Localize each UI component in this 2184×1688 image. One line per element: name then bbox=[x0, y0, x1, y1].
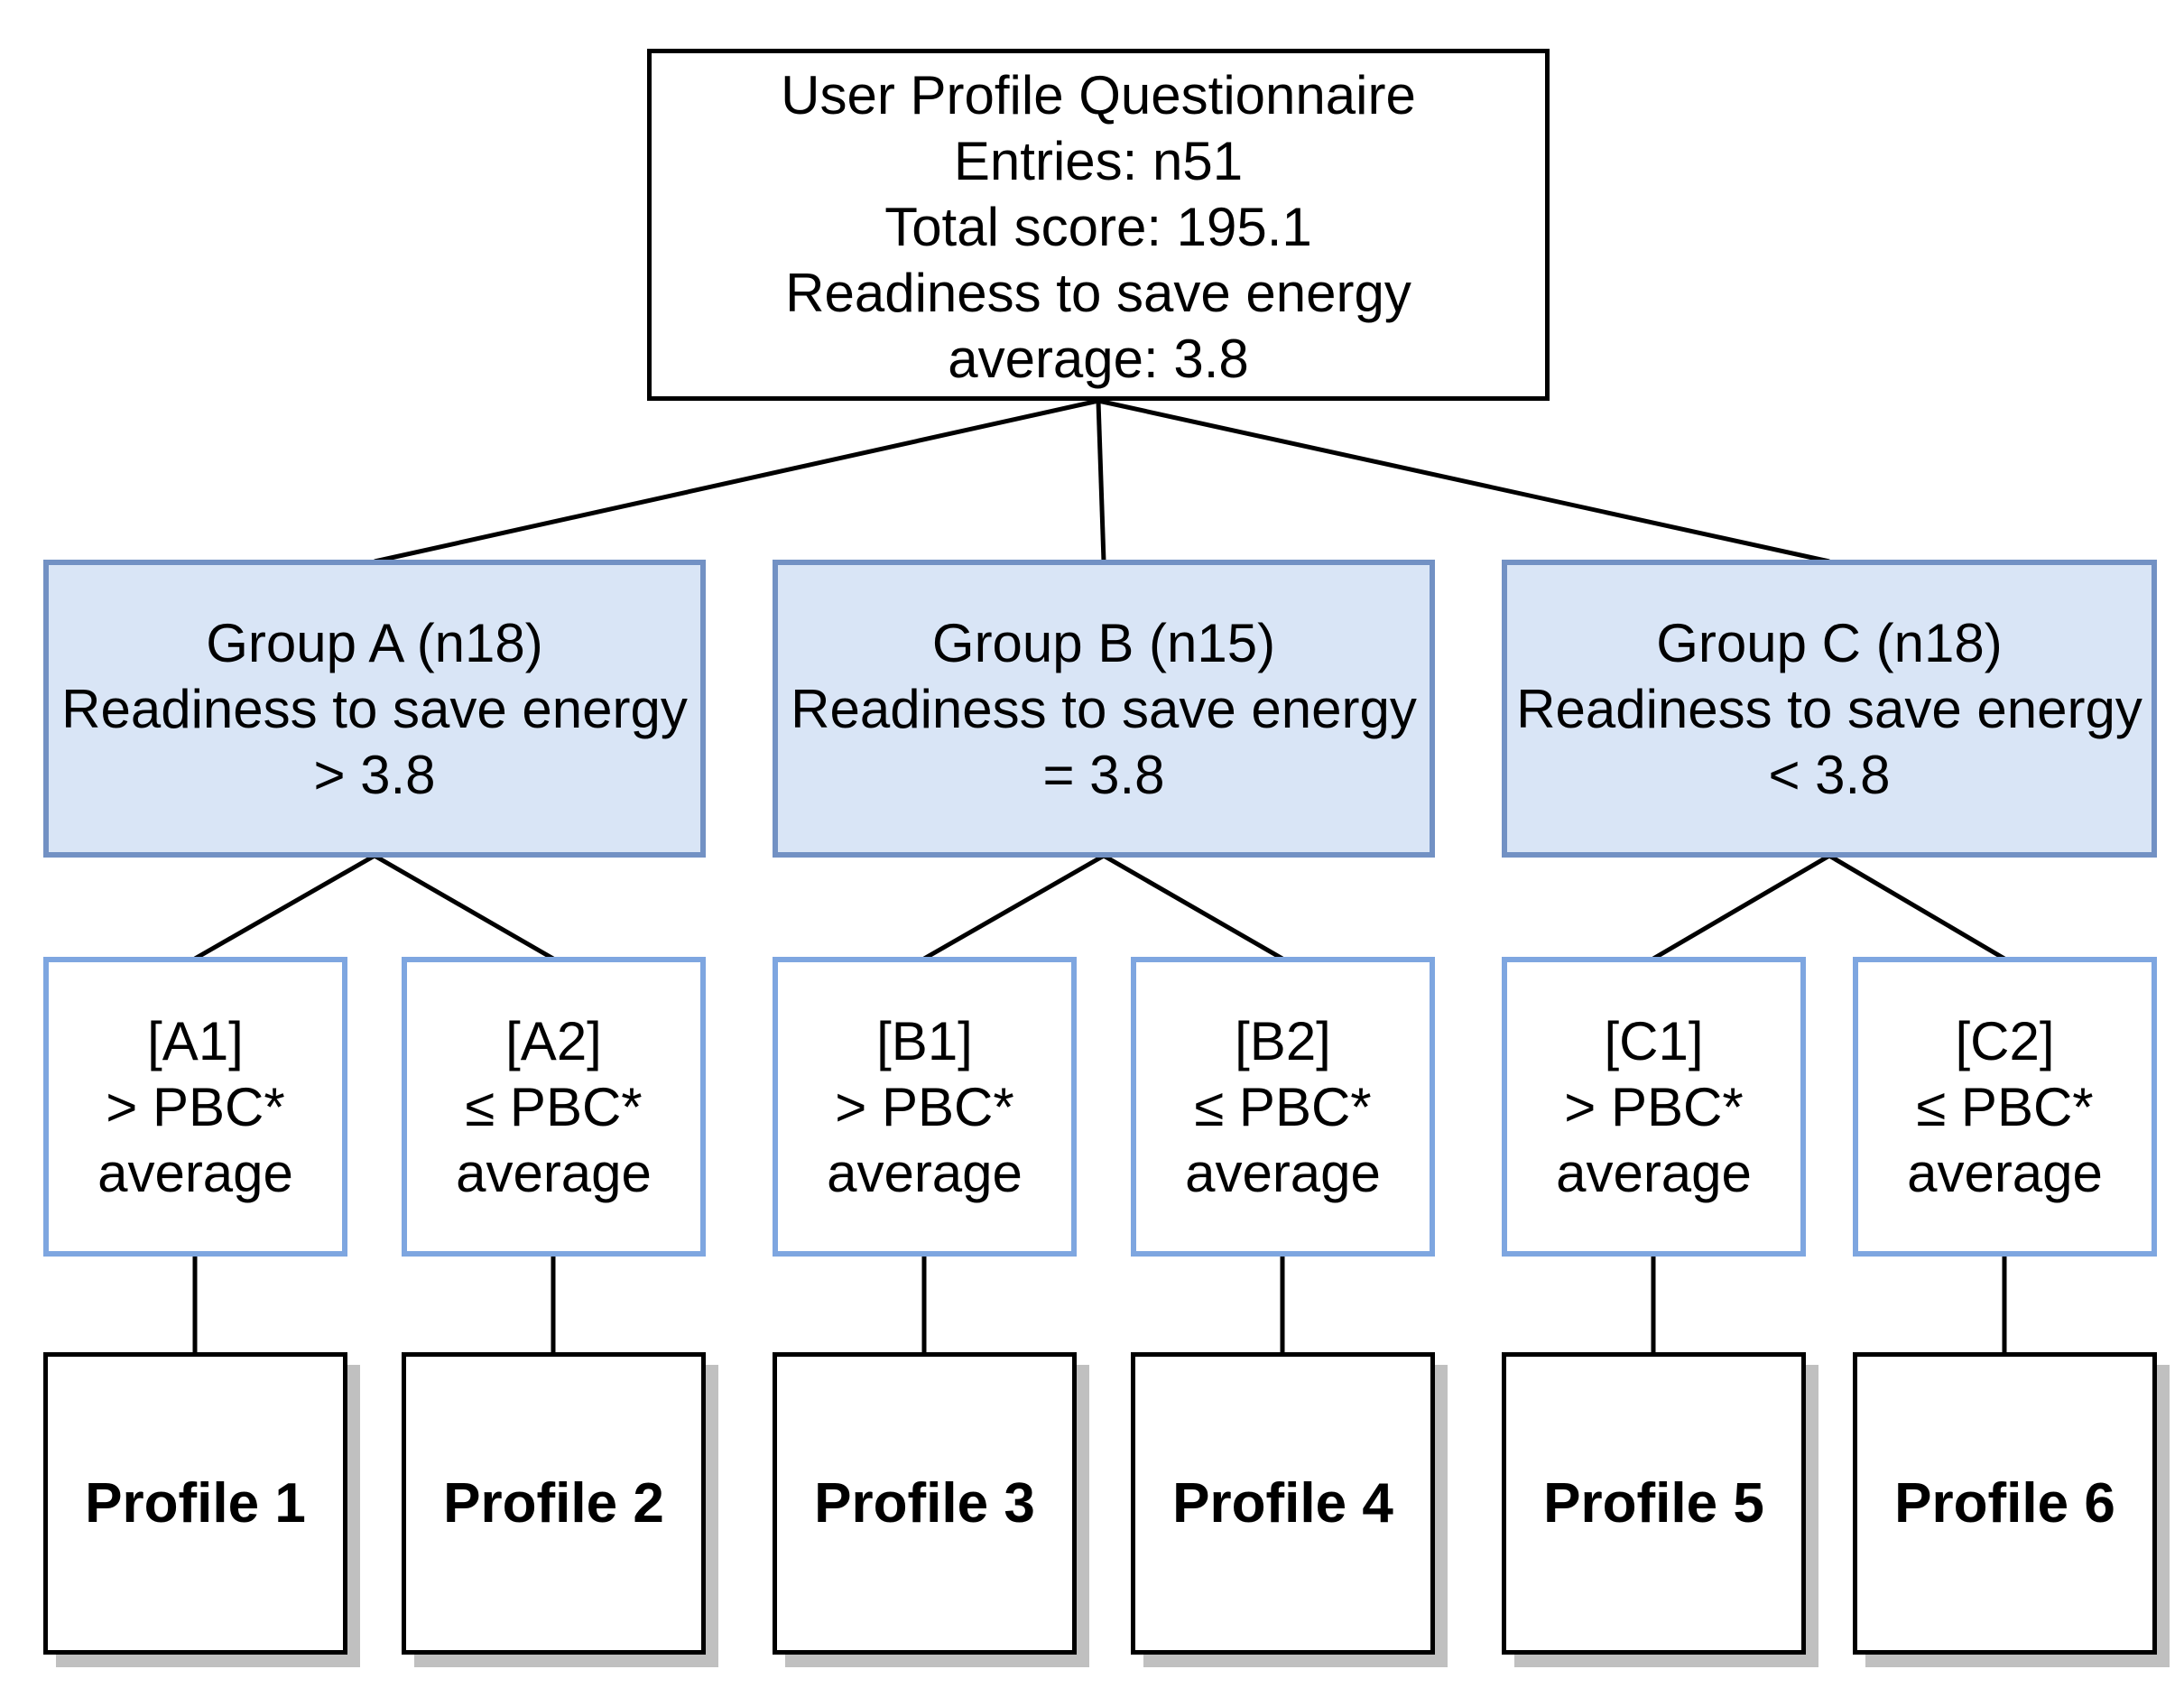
profile-2-label: Profile 2 bbox=[443, 1472, 664, 1535]
connector-root-group-a bbox=[374, 398, 1099, 564]
group-c-title: Group C (n18) bbox=[1656, 612, 2003, 673]
group-b-threshold: = 3.8 bbox=[1042, 744, 1165, 805]
subgroup-a2-condition: ≤ PBC* bbox=[465, 1076, 643, 1137]
profile-1-node: Profile 1 bbox=[43, 1352, 347, 1655]
subgroup-c2-id: [C2] bbox=[1955, 1010, 2055, 1071]
group-c-node: Group C (n18) Readiness to save energy <… bbox=[1502, 560, 2157, 858]
group-a-criterion: Readiness to save energy bbox=[61, 678, 688, 739]
root-entries: Entries: n51 bbox=[953, 131, 1244, 191]
subgroup-b1-id: [B1] bbox=[876, 1010, 973, 1071]
profile-6-label: Profile 6 bbox=[1894, 1472, 2115, 1535]
profile-5-node: Profile 5 bbox=[1502, 1352, 1806, 1655]
subgroup-b2-metric: average bbox=[1185, 1142, 1381, 1203]
profile-1-label: Profile 1 bbox=[85, 1472, 306, 1535]
connector-group-c-c1 bbox=[1652, 853, 1831, 961]
group-b-criterion: Readiness to save energy bbox=[791, 678, 1417, 739]
group-c-criterion: Readiness to save energy bbox=[1516, 678, 2142, 739]
connector-group-b-b2 bbox=[1102, 853, 1284, 961]
group-a-node: Group A (n18) Readiness to save energy >… bbox=[43, 560, 706, 858]
connector-group-c-c2 bbox=[1828, 853, 2006, 961]
connector-root-group-c bbox=[1097, 398, 1830, 564]
subgroup-c1-id: [C1] bbox=[1604, 1010, 1704, 1071]
connector-group-b-b1 bbox=[922, 853, 1106, 961]
connector-root-group-b bbox=[1096, 400, 1106, 562]
root-node: User Profile Questionnaire Entries: n51 … bbox=[647, 49, 1550, 401]
subgroup-c1-condition: > PBC* bbox=[1564, 1076, 1744, 1137]
root-average: average: 3.8 bbox=[948, 329, 1249, 389]
profile-3-label: Profile 3 bbox=[814, 1472, 1035, 1535]
subgroup-c1-node: [C1] > PBC* average bbox=[1502, 957, 1806, 1257]
profile-3-node: Profile 3 bbox=[773, 1352, 1077, 1655]
connector-group-a-a2 bbox=[373, 853, 555, 961]
subgroup-c2-node: [C2] ≤ PBC* average bbox=[1853, 957, 2157, 1257]
subgroup-b1-metric: average bbox=[827, 1142, 1023, 1203]
subgroup-a1-metric: average bbox=[97, 1142, 293, 1203]
group-c-threshold: < 3.8 bbox=[1768, 744, 1891, 805]
subgroup-c2-metric: average bbox=[1907, 1142, 2103, 1203]
profile-6-node: Profile 6 bbox=[1853, 1352, 2157, 1655]
subgroup-b1-condition: > PBC* bbox=[835, 1076, 1014, 1137]
subgroup-a2-metric: average bbox=[456, 1142, 652, 1203]
root-readiness: Readiness to save energy bbox=[785, 263, 1411, 323]
subgroup-a1-node: [A1] > PBC* average bbox=[43, 957, 347, 1257]
subgroup-c1-metric: average bbox=[1556, 1142, 1752, 1203]
profile-2-node: Profile 2 bbox=[402, 1352, 706, 1655]
subgroup-a1-condition: > PBC* bbox=[106, 1076, 285, 1137]
subgroup-b1-node: [B1] > PBC* average bbox=[773, 957, 1077, 1257]
subgroup-a2-node: [A2] ≤ PBC* average bbox=[402, 957, 706, 1257]
subgroup-a1-id: [A1] bbox=[147, 1010, 244, 1071]
subgroup-b2-id: [B2] bbox=[1235, 1010, 1331, 1071]
connector-group-a-a1 bbox=[193, 853, 376, 961]
subgroup-b2-condition: ≤ PBC* bbox=[1194, 1076, 1372, 1137]
profile-4-node: Profile 4 bbox=[1131, 1352, 1435, 1655]
profile-4-label: Profile 4 bbox=[1172, 1472, 1393, 1535]
group-b-title: Group B (n15) bbox=[931, 612, 1276, 673]
group-a-threshold: > 3.8 bbox=[313, 744, 436, 805]
profile-5-label: Profile 5 bbox=[1543, 1472, 1764, 1535]
group-a-title: Group A (n18) bbox=[206, 612, 543, 673]
subgroup-a2-id: [A2] bbox=[505, 1010, 602, 1071]
root-title: User Profile Questionnaire bbox=[781, 65, 1416, 125]
subgroup-c2-condition: ≤ PBC* bbox=[1916, 1076, 2094, 1137]
group-b-node: Group B (n15) Readiness to save energy =… bbox=[773, 560, 1435, 858]
subgroup-b2-node: [B2] ≤ PBC* average bbox=[1131, 957, 1435, 1257]
root-total-score: Total score: 195.1 bbox=[884, 197, 1312, 257]
